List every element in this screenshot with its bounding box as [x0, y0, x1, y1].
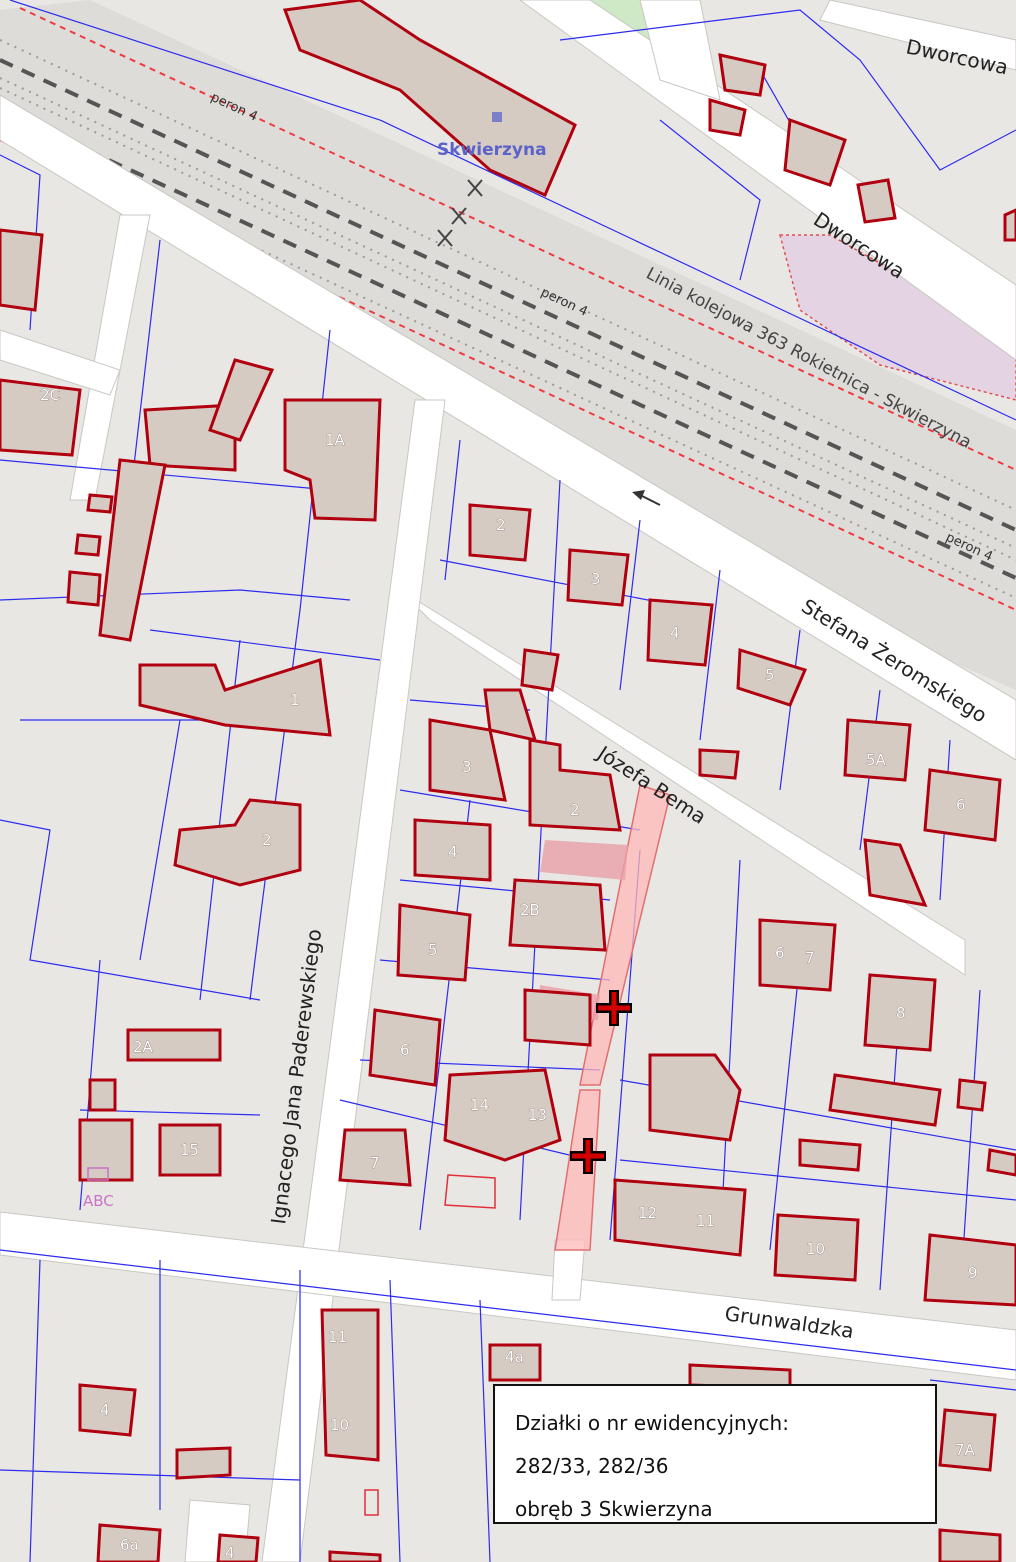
info-line-3: obręb 3 Skwierzyna [515, 1497, 713, 1521]
one-way-arrow-icon [632, 490, 661, 506]
house-number: 11 [696, 1212, 715, 1230]
house-number: 2C [40, 386, 60, 404]
house-number: 15 [180, 1141, 199, 1159]
parcel-282-36 [554, 1089, 601, 1251]
house-number: 4 [225, 1544, 235, 1562]
house-number: 7 [370, 1154, 380, 1172]
landuse-zone [779, 234, 1016, 401]
rail-crossing-icons [437, 179, 483, 247]
parcel-marker-icon-2[interactable] [570, 1138, 606, 1174]
house-number: 3 [591, 570, 601, 588]
house-number: 12 [638, 1204, 657, 1222]
house-number: 5 [765, 666, 775, 684]
house-number: 6 [956, 796, 966, 814]
marker-text: ABC [83, 1192, 114, 1210]
house-number: 11 [328, 1328, 347, 1346]
house-number: 5A [866, 751, 887, 769]
house-number: 6 [775, 944, 785, 962]
house-number: 10 [806, 1240, 825, 1258]
house-number: 7 [805, 949, 815, 967]
house-number: 4 [670, 624, 680, 642]
house-number: 2B [520, 901, 540, 919]
boundary-marker-icon [87, 1167, 109, 1181]
house-number: 3 [462, 758, 472, 776]
house-number: 7A [955, 1441, 976, 1459]
info-line-1: Działki o nr ewidencyjnych: [515, 1411, 789, 1435]
house-number: 14 [470, 1096, 489, 1114]
house-number: 2 [570, 801, 580, 819]
house-number: 6a [120, 1536, 139, 1554]
station-icon[interactable] [492, 112, 502, 122]
house-number: 9 [968, 1264, 978, 1282]
house-number: 2A [133, 1038, 154, 1056]
parcel-info-box: Działki o nr ewidencyjnych: 282/33, 282/… [493, 1384, 937, 1524]
house-number: 6 [400, 1041, 410, 1059]
house-number: 8 [896, 1004, 906, 1022]
house-number: 10 [330, 1416, 349, 1434]
house-number: 2 [262, 831, 272, 849]
station-label[interactable]: Skwierzyna [437, 140, 547, 160]
house-number: 4a [505, 1348, 524, 1366]
house-number: 4 [100, 1401, 110, 1419]
railway-corridor [0, 0, 1016, 690]
house-number: 1A [325, 431, 346, 449]
house-numbers: 1A 2C 2 3 4 5 5A 6 1 2 3 2 4 2B 5 6 7 8 … [40, 386, 978, 1562]
house-number: 2 [496, 516, 506, 534]
info-line-2: 282/33, 282/36 [515, 1454, 669, 1478]
house-number: 5 [428, 941, 438, 959]
parcel-marker-icon[interactable] [596, 990, 632, 1026]
house-number: 1 [290, 691, 300, 709]
house-number: 4 [448, 843, 458, 861]
house-number: 13 [528, 1106, 547, 1124]
garage-plot [540, 840, 628, 880]
